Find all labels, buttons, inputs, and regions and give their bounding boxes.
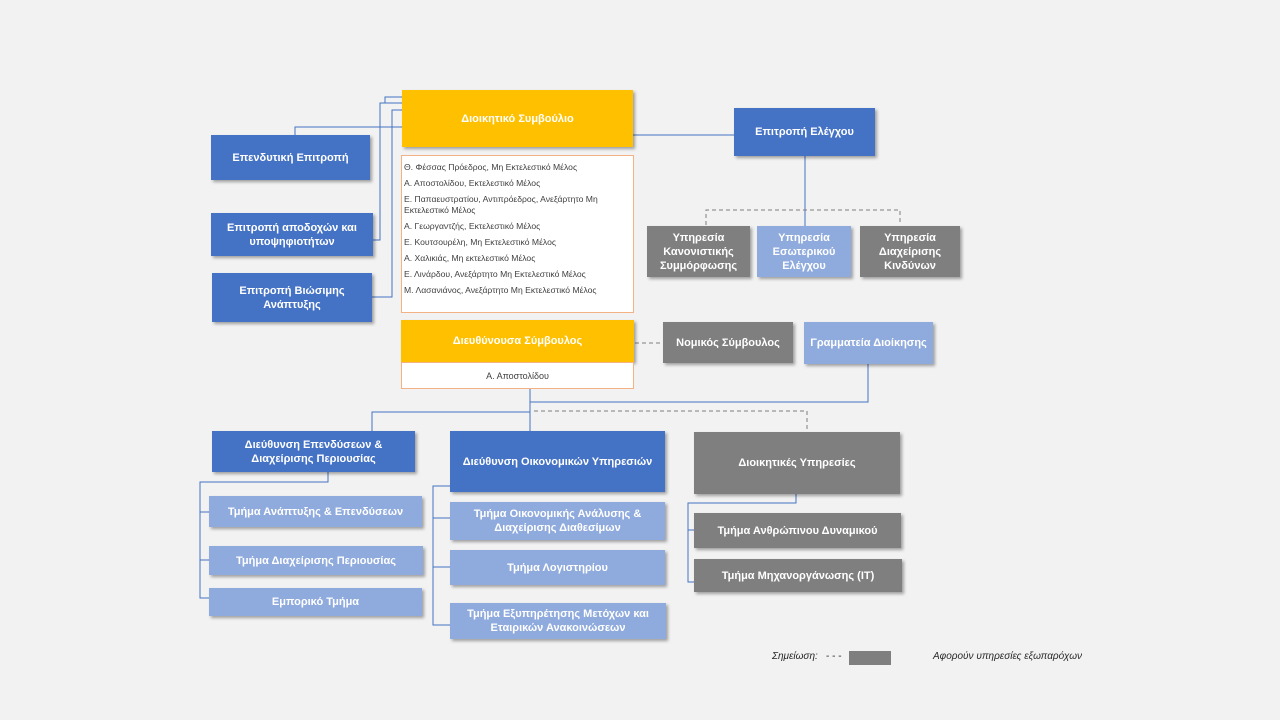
board-member: Α. Αποστολίδου, Εκτελεστικό Μέλος (404, 178, 541, 188)
finance-division: Διεύθυνση Οικονομικών Υπηρεσιών (450, 431, 665, 492)
unit-shareholder-services: Τμήμα Εξυπηρέτησης Μετόχων και Εταιρικών… (450, 603, 666, 639)
investment-committee: Επενδυτική Επιτροπή (211, 135, 370, 180)
unit-property-management: Τμήμα Διαχείρισης Περιουσίας (209, 546, 423, 575)
legend-dashes: - - - (826, 651, 842, 662)
unit-development-investments: Τμήμα Ανάπτυξης & Επενδύσεων (209, 496, 422, 527)
sustainability-committee: Επιτροπή Βιώσιμης Ανάπτυξης (212, 273, 372, 322)
board-members-list: Θ. Φέσσας Πρόεδρος, Μη Εκτελεστικό Μέλος… (401, 155, 634, 313)
board-member: Ε. Παπαευστρατίου, Αντιπρόεδρος, Ανεξάρτ… (404, 194, 598, 215)
unit-human-resources: Τμήμα Ανθρώπινου Δυναμικού (694, 513, 901, 548)
compliance-service: Υπηρεσία Κανονιστικής Συμμόρφωσης (647, 226, 750, 277)
management-secretariat: Γραμματεία Διοίκησης (804, 322, 933, 364)
legal-advisor: Νομικός Σύμβουλος (663, 322, 793, 363)
investments-division: Διεύθυνση Επενδύσεων & Διαχείρισης Περιο… (212, 431, 415, 472)
unit-financial-analysis: Τμήμα Οικονομικής Ανάλυσης & Διαχείρισης… (450, 502, 665, 540)
ceo-name: Α. Αποστολίδου (401, 362, 634, 389)
admin-services-division: Διοικητικές Υπηρεσίες (694, 432, 900, 494)
board-member: Α. Γεωργαντζής, Εκτελεστικό Μέλος (404, 221, 541, 231)
board-member: Θ. Φέσσας Πρόεδρος, Μη Εκτελεστικό Μέλος (404, 162, 578, 172)
unit-it: Τμήμα Μηχανοργάνωσης (ΙΤ) (694, 559, 902, 592)
risk-management-service: Υπηρεσία Διαχείρισης Κινδύνων (860, 226, 960, 277)
board-member: Ε. Λινάρδου, Ανεξάρτητο Μη Εκτελεστικό Μ… (404, 269, 586, 279)
board-of-directors: Διοικητικό Συμβούλιο (402, 90, 633, 147)
unit-accounting: Τμήμα Λογιστηρίου (450, 550, 665, 585)
audit-committee: Επιτροπή Ελέγχου (734, 108, 875, 156)
internal-audit-service: Υπηρεσία Εσωτερικού Ελέγχου (757, 226, 851, 277)
board-member: Μ. Λασανιάνος, Ανεξάρτητο Μη Εκτελεστικό… (404, 285, 597, 295)
legend-label: Σημείωση: (772, 651, 818, 662)
remuneration-committee: Επιτροπή αποδοχών και υποψηφιοτήτων (211, 213, 373, 256)
legend-text: Αφορούν υπηρεσίες εξωπαρόχων (933, 651, 1082, 662)
unit-commercial: Εμπορικό Τμήμα (209, 588, 422, 616)
legend-swatch (849, 651, 891, 665)
ceo-box: Διευθύνουσα Σύμβουλος (401, 320, 634, 362)
board-member: Α. Χαλικιάς, Μη εκτελεστικό Μέλος (404, 253, 536, 263)
board-member: Ε. Κουτσουρέλη, Μη Εκτελεστικό Μέλος (404, 237, 556, 247)
